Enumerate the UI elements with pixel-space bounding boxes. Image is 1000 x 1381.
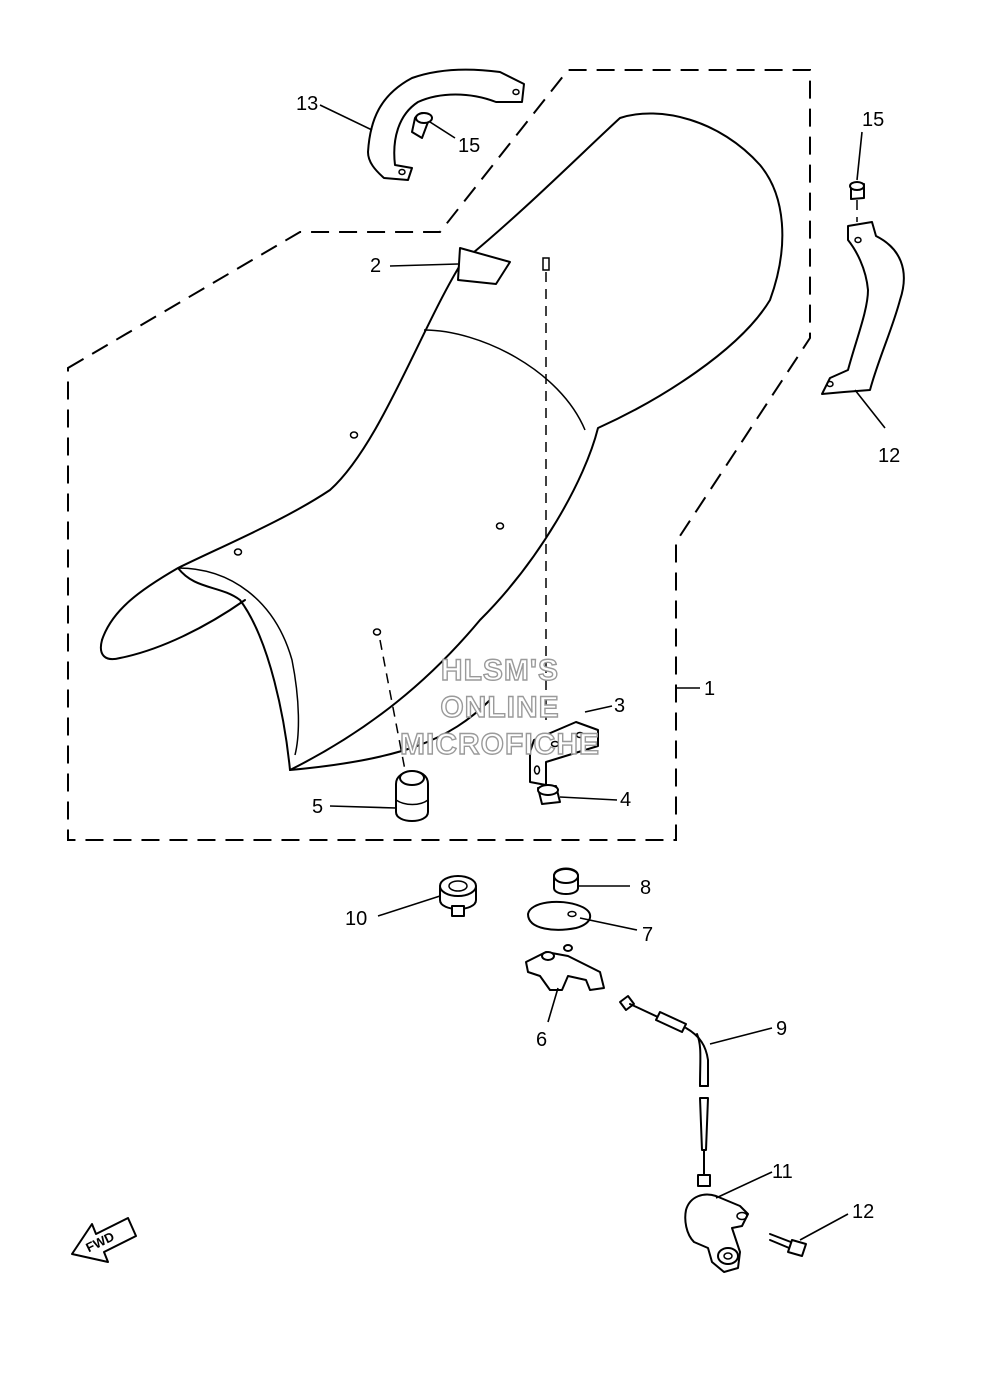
- part-4-nut: [537, 784, 561, 805]
- callout-3: 3: [614, 695, 625, 717]
- part-15-bolt-right: [849, 181, 865, 222]
- part-11-seat-lock: [684, 1193, 749, 1273]
- part-7-plate: [527, 900, 591, 931]
- callout-14: 13: [296, 93, 318, 115]
- part-13-grab-handle: [821, 221, 905, 395]
- callout-7: 7: [642, 924, 653, 946]
- part-6-lock-hook: [525, 944, 605, 991]
- callout-15-left: 15: [458, 135, 480, 157]
- part-10-grommet: [439, 875, 477, 917]
- callout-13: 12: [878, 445, 900, 467]
- assembly-boundary: [67, 69, 811, 841]
- watermark-line-2: ONLINE: [440, 691, 559, 724]
- callout-5: 5: [312, 796, 323, 818]
- watermark-line-1: HLSM'S: [441, 654, 559, 687]
- callout-4: 4: [620, 789, 631, 811]
- watermark-line-3: MICROFICHE: [400, 728, 600, 761]
- part-12-screw: [769, 1233, 807, 1257]
- callout-8: 8: [640, 877, 651, 899]
- callout-15-right: 15: [862, 109, 884, 131]
- leader-lines: [319, 104, 886, 1241]
- seat-body: [100, 112, 784, 771]
- callout-12: 12: [852, 1201, 874, 1223]
- part-3-bracket: [529, 721, 599, 786]
- callout-6: 6: [536, 1029, 547, 1051]
- mount-line-damper: [379, 639, 406, 771]
- callout-11: 11: [772, 1161, 793, 1183]
- part-2-label: [457, 247, 511, 285]
- callout-9: 9: [776, 1018, 787, 1040]
- part-15-bolt-left: [415, 112, 433, 124]
- callout-10: 10: [345, 908, 367, 930]
- part-5-damper: [395, 770, 429, 822]
- callout-2: 2: [370, 255, 381, 277]
- part-14-grab-handle: [367, 68, 525, 181]
- bolt-marker: [542, 257, 550, 271]
- callout-labels: 13 15 15 2 12 1 3 4 5 8 7 10 6 9 11 12: [296, 93, 900, 1223]
- callout-1: 1: [704, 678, 715, 700]
- part-8-nut: [553, 867, 579, 895]
- watermark: HLSM'S ONLINE MICROFICHE: [399, 653, 600, 761]
- fwd-arrow-icon: FWD: [71, 1217, 137, 1263]
- part-9-cable: [619, 995, 711, 1187]
